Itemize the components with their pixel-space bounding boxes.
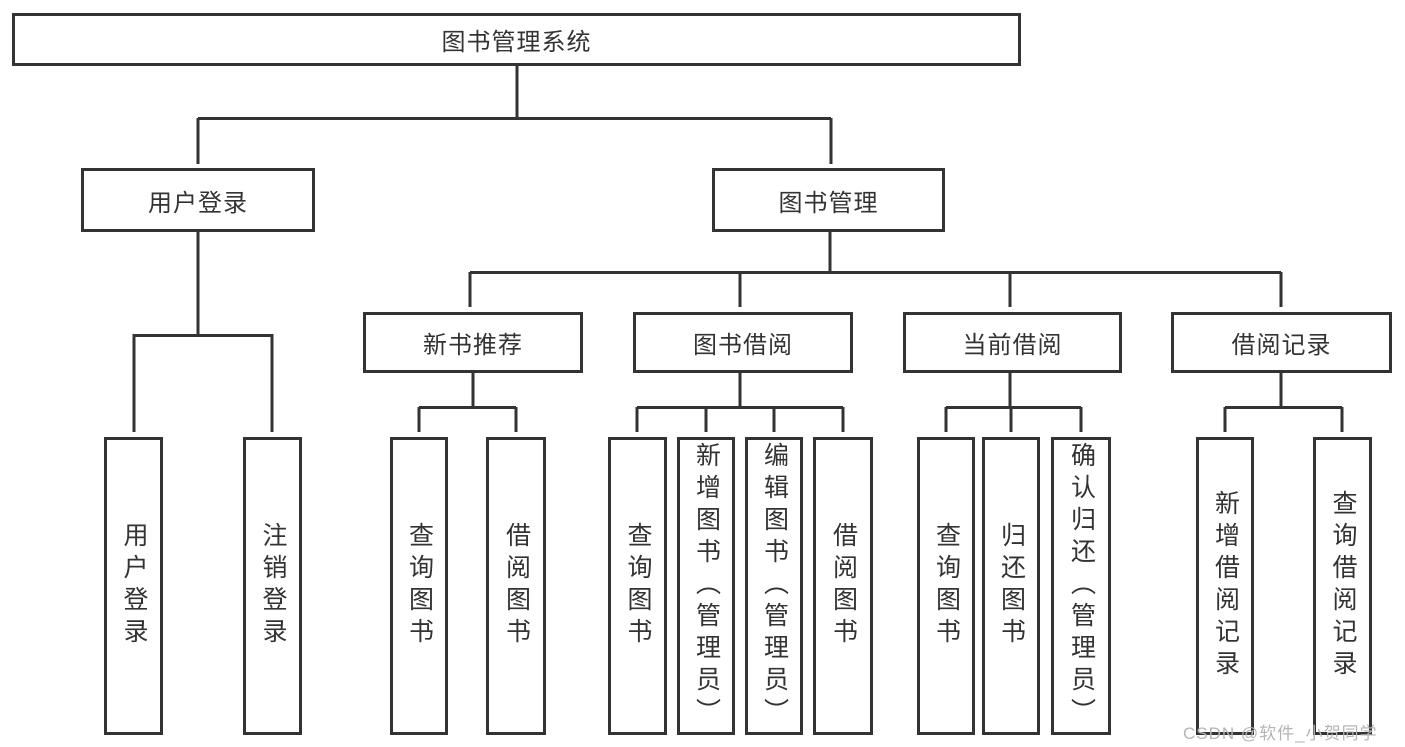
node-library-management-system: 图书管理系统 xyxy=(12,13,1021,66)
leaf-label: 编辑图书（管理员） xyxy=(760,442,789,730)
node-book-management: 图书管理 xyxy=(712,168,945,232)
leaf-label: 归还图书 xyxy=(997,522,1026,650)
connector-book-borrow-stem xyxy=(637,373,843,409)
leaf-add-book-admin: 新增图书（管理员） xyxy=(677,437,735,735)
leaf-label: 查询借阅记录 xyxy=(1329,490,1357,682)
node-user-login: 用户登录 xyxy=(81,168,315,232)
leaf-add-borrow-record: 新增借阅记录 xyxy=(1196,437,1254,735)
leaf-query-books-recommendation: 查询图书 xyxy=(390,437,448,735)
leaf-return-books: 归还图书 xyxy=(982,437,1040,735)
leaf-label: 查询图书 xyxy=(405,522,434,650)
leaf-label: 借阅图书 xyxy=(502,522,531,650)
node-new-book-recommendation: 新书推荐 xyxy=(363,312,583,373)
leaf-label: 查询图书 xyxy=(932,522,961,650)
connector-book-mgmt-stem xyxy=(470,232,1281,274)
leaf-logout: 注销登录 xyxy=(243,437,302,735)
connector-user-login-stem xyxy=(134,232,272,337)
leaf-borrow-books-borrowing: 借阅图书 xyxy=(813,437,873,735)
node-current-borrowing: 当前借阅 xyxy=(903,312,1122,373)
leaf-edit-book-admin: 编辑图书（管理员） xyxy=(745,437,803,735)
leaf-label: 注销登录 xyxy=(259,522,287,650)
leaf-label: 借阅图书 xyxy=(829,522,858,650)
leaf-borrow-books-recommendation: 借阅图书 xyxy=(486,437,546,735)
connector-root-stem xyxy=(198,66,831,120)
leaf-query-books-current: 查询图书 xyxy=(917,437,975,735)
leaf-query-books-borrowing: 查询图书 xyxy=(608,437,667,735)
connector-new-book-stem xyxy=(419,373,516,409)
leaf-user-login: 用户登录 xyxy=(104,437,163,735)
node-borrowing-records: 借阅记录 xyxy=(1171,312,1392,373)
leaf-confirm-return-admin: 确认归还（管理员） xyxy=(1051,437,1111,735)
csdn-watermark: CSDN @软件_小贺同学 xyxy=(1183,724,1378,743)
connector-borrow-records-stem xyxy=(1225,373,1342,409)
leaf-label: 用户登录 xyxy=(120,522,148,650)
leaf-query-borrow-record: 查询借阅记录 xyxy=(1313,437,1372,735)
leaf-label: 确认归还（管理员） xyxy=(1067,442,1096,730)
leaf-label: 查询图书 xyxy=(624,522,652,650)
leaf-label: 新增图书（管理员） xyxy=(692,442,721,730)
node-book-borrowing: 图书借阅 xyxy=(633,312,853,373)
leaf-label: 新增借阅记录 xyxy=(1211,490,1240,682)
connector-current-borrow-stem xyxy=(946,373,1081,409)
